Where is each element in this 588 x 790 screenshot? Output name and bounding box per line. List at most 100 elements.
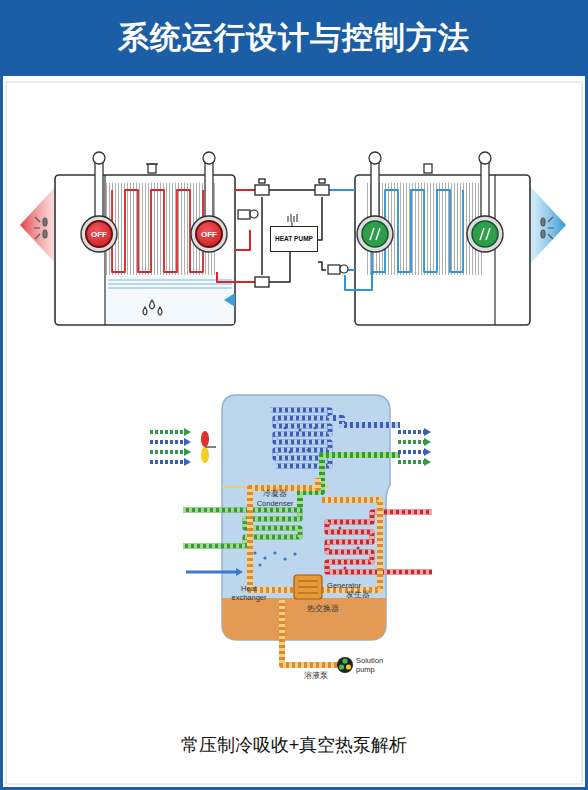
solution-pipe [318, 500, 380, 590]
green-indicator [357, 216, 393, 252]
vent-stack [93, 152, 105, 164]
part-label: Solution pump [356, 657, 396, 674]
title-text: 系统运行设计与控制方法 [0, 0, 588, 76]
cold-unit [530, 186, 566, 264]
solution-pump-symbol [346, 664, 351, 669]
fan-icon [541, 217, 554, 239]
pump-symbol [238, 210, 250, 219]
cold-unit [355, 152, 566, 325]
vent-stack [481, 162, 489, 217]
power-symbol [288, 214, 297, 222]
hot-unit [81, 216, 117, 252]
generator-coil [344, 567, 347, 570]
valve [319, 179, 325, 183]
absorber-coil [314, 427, 317, 430]
valve [255, 179, 329, 287]
solution-pipe [318, 500, 380, 590]
fan-icon [205, 446, 216, 448]
flow-arrow [398, 450, 424, 454]
water-drops [143, 307, 147, 315]
piping [329, 189, 355, 191]
vent-stack [369, 152, 381, 164]
water-drops [158, 307, 162, 315]
pump-symbol [328, 265, 340, 274]
vent-stack [95, 162, 103, 217]
piping [235, 189, 255, 191]
flow-arrow [398, 440, 424, 444]
piping [269, 189, 315, 191]
generator-coil [357, 547, 360, 550]
fan-icon [548, 217, 554, 239]
piping [345, 272, 372, 290]
vent-stack [371, 162, 379, 217]
vent-stack [203, 152, 215, 164]
condenser-coil [258, 563, 261, 566]
water-pipe [330, 418, 400, 425]
caption-text: 常压制冷吸收+真空热泵解析 [0, 733, 588, 757]
flow-arrow [184, 428, 431, 466]
fan-icon [541, 230, 545, 238]
hot-unit [112, 190, 203, 272]
vent-stack [205, 162, 213, 217]
solution-pipe [250, 478, 318, 590]
green-indicator [472, 221, 498, 247]
condenser-coil [273, 551, 276, 554]
absorber-coil [307, 449, 310, 452]
fan-icon [201, 447, 209, 463]
part-label: Heat exchanger [228, 585, 270, 602]
fan-icon [541, 218, 545, 226]
condenser-coil [263, 556, 266, 559]
flow-arrow [184, 438, 191, 446]
solution-pump-symbol [337, 657, 353, 673]
hot-unit [108, 280, 232, 288]
solution-pipe [236, 568, 243, 576]
flow-arrow [398, 430, 424, 434]
absorption-vessel [222, 395, 390, 640]
flow-arrow [398, 460, 424, 464]
flow-arrow [424, 448, 431, 456]
fan-icon [201, 431, 216, 463]
vent-stack [148, 164, 156, 173]
fan-icon [34, 217, 47, 239]
flow-arrow [150, 428, 431, 466]
piping [318, 262, 326, 270]
part-label: 溶液泵 [298, 672, 334, 681]
hot-unit [108, 284, 232, 285]
flow-arrow [150, 450, 184, 454]
absorption-vessel [222, 598, 386, 640]
condenser-coil [283, 557, 286, 560]
heat-exchanger-symbol [294, 575, 322, 599]
water-pipe [330, 418, 400, 425]
absorber-coil [284, 427, 287, 430]
node-text: OFF [91, 230, 107, 239]
flow-arrow [184, 458, 191, 466]
valve [255, 185, 269, 195]
green-indicator [357, 216, 503, 252]
valve [255, 277, 269, 287]
heat-exchanger-symbol [298, 581, 318, 593]
piping [269, 252, 290, 282]
water-drops [143, 300, 162, 315]
condenser-coil [183, 510, 300, 546]
condenser-coil [293, 552, 296, 555]
node-text: OFF [201, 230, 217, 239]
vent-stack [479, 152, 491, 164]
part-label: Condenser [250, 500, 300, 509]
water-drops [150, 300, 155, 309]
hot-unit [106, 276, 234, 324]
vent-stack [424, 164, 432, 173]
flow-arrow [184, 448, 191, 456]
condenser-coil [253, 551, 296, 566]
flow-arrow [424, 458, 431, 466]
condenser-coil [253, 551, 256, 554]
power-symbol [288, 214, 297, 226]
solution-pipe [186, 478, 380, 665]
piping [235, 230, 250, 250]
flow-arrow [150, 432, 424, 462]
piping [318, 197, 322, 240]
piping [261, 197, 263, 275]
